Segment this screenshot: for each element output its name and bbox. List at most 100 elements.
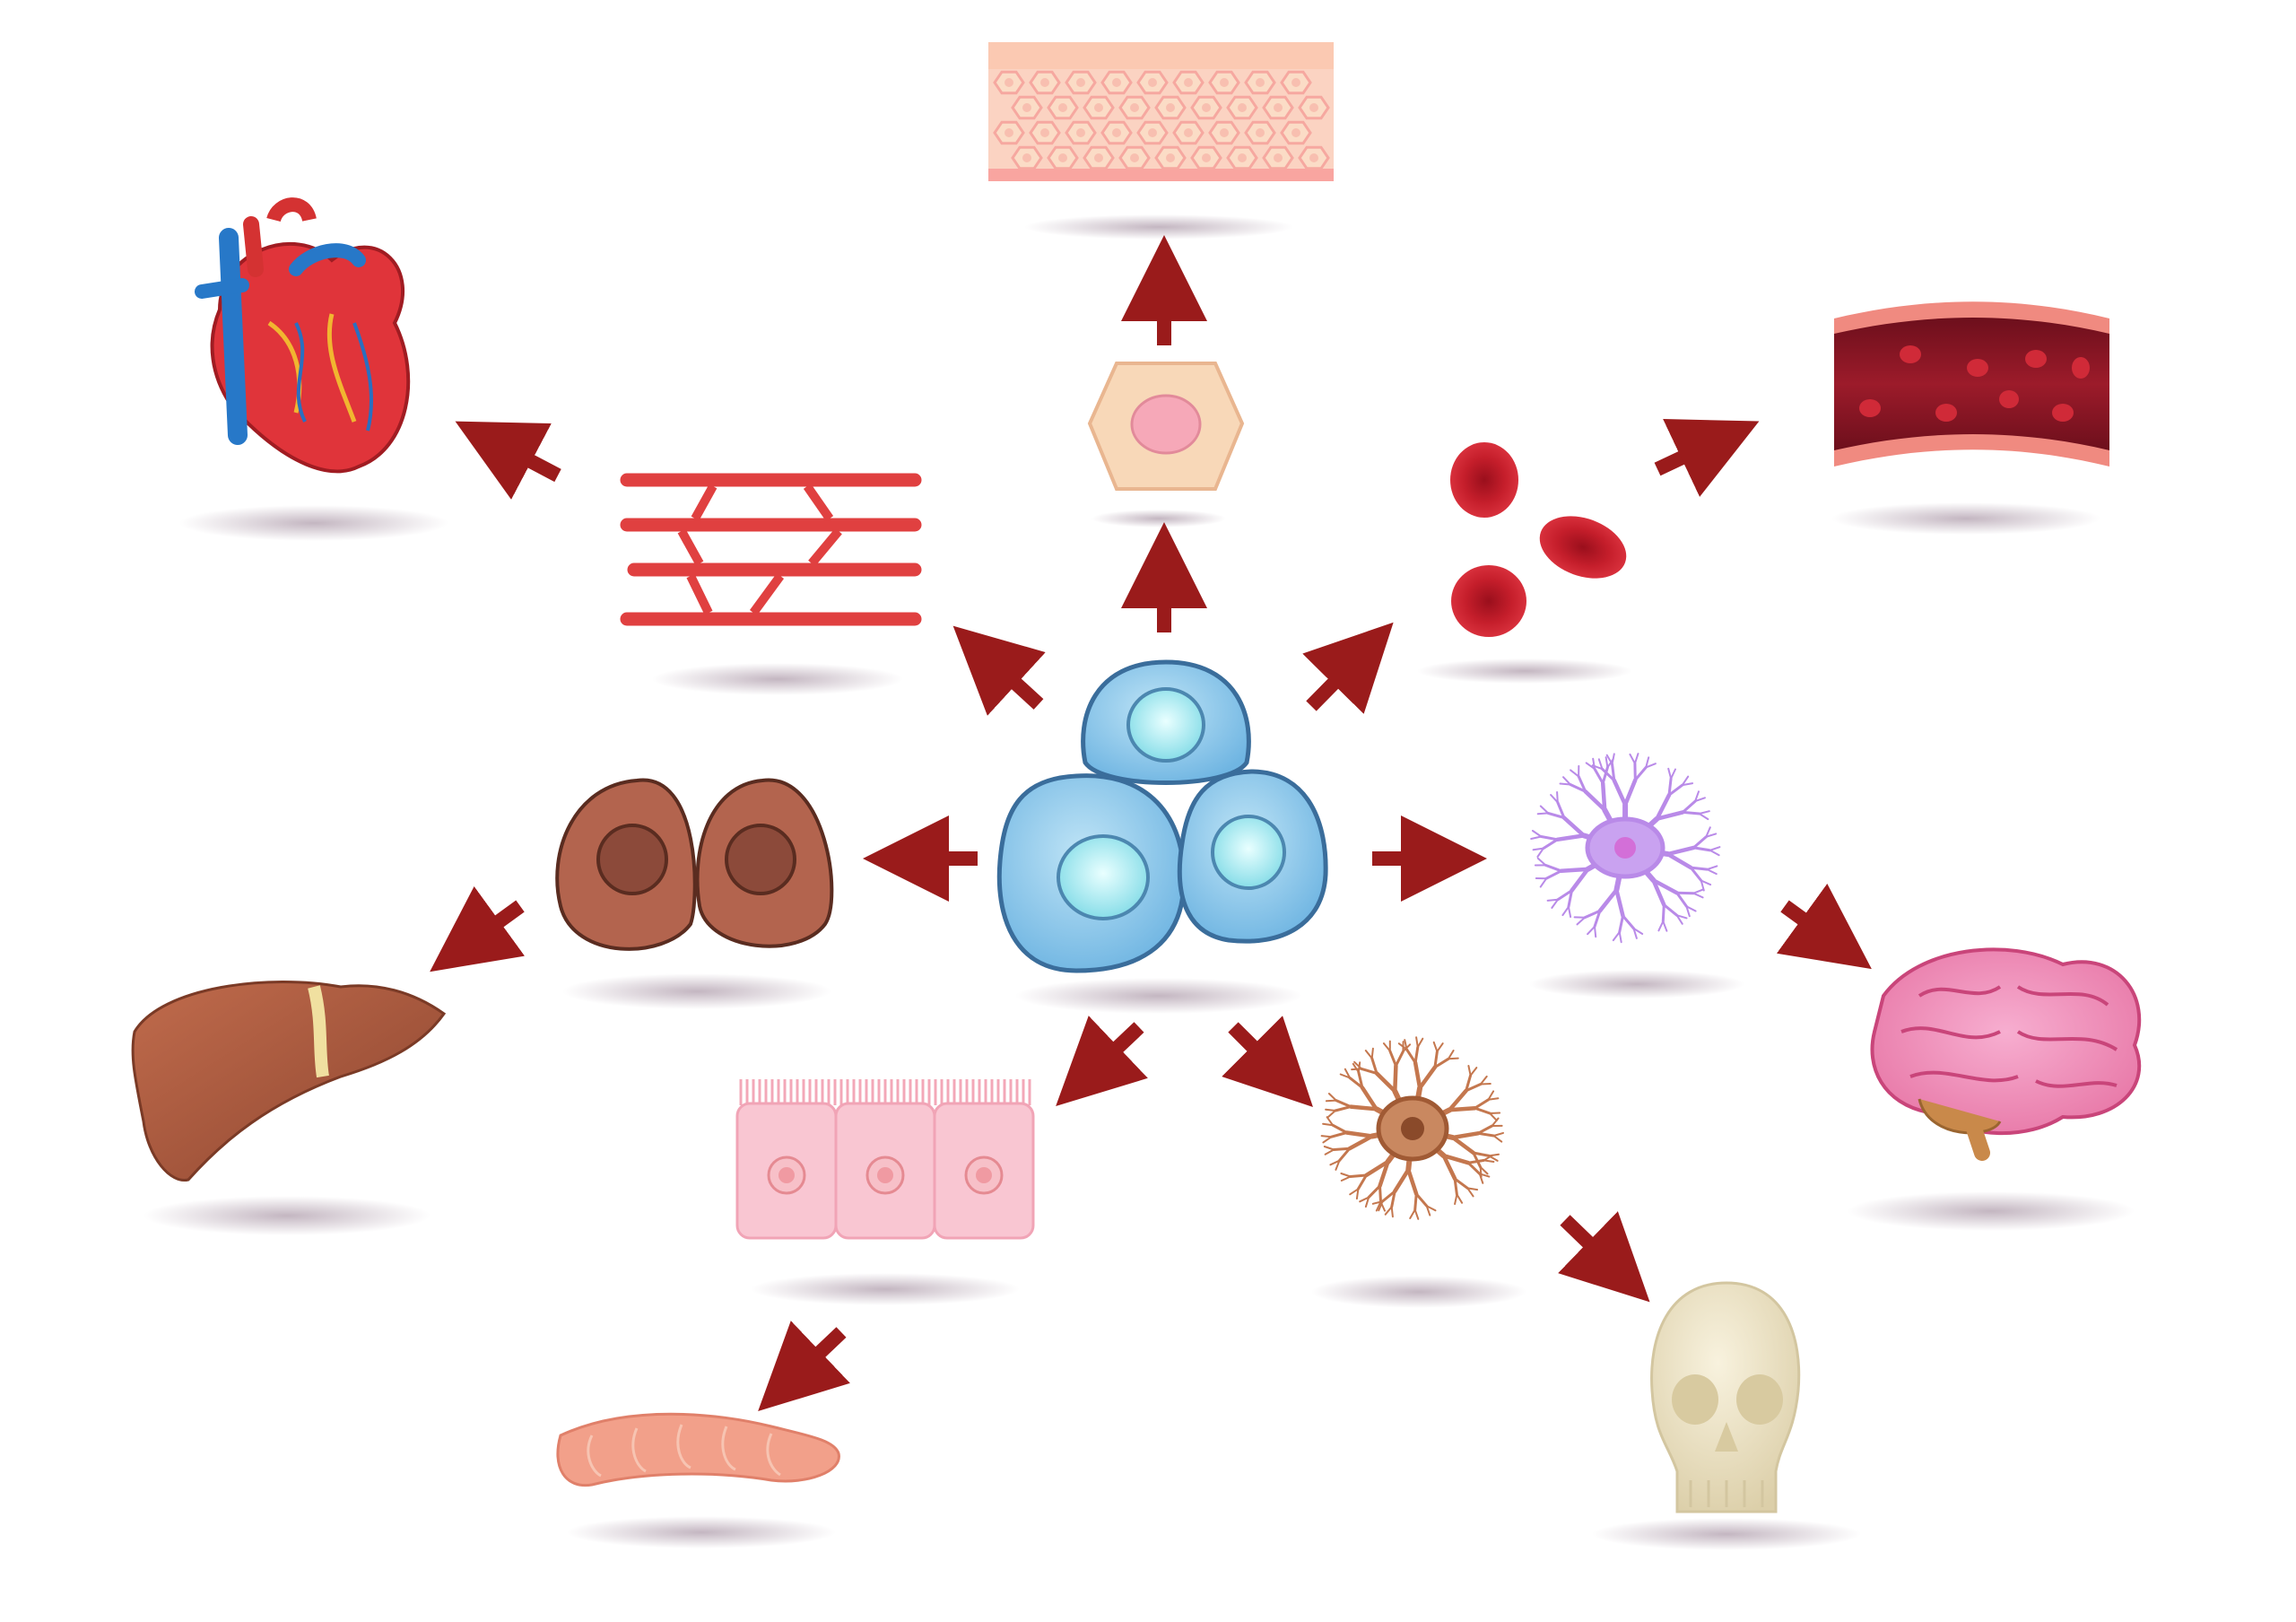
dendrite-branch	[1675, 914, 1688, 920]
dendrite-branch	[1657, 920, 1665, 932]
skin-hex-nucleus	[1309, 153, 1318, 162]
dendrite-branch	[1700, 879, 1712, 886]
dendrite-branch	[1551, 898, 1559, 909]
dendrite-branch	[1453, 1177, 1458, 1196]
dendrite-branch	[1397, 1042, 1408, 1051]
blood-vessel	[1834, 301, 2109, 467]
dendrite-branch	[1542, 838, 1559, 850]
dendrite-branch	[1441, 1153, 1457, 1182]
dendrite-branch	[1491, 1117, 1500, 1127]
dendrite-branch	[1466, 1158, 1485, 1164]
dendrite-branch	[1472, 1151, 1491, 1157]
dendrite-branch	[1605, 754, 1613, 765]
dendrite-branch	[1675, 891, 1688, 908]
dendrite-branch	[1390, 1206, 1394, 1218]
dendrite-branch	[1570, 867, 1590, 893]
dendrite-branch	[1433, 1057, 1450, 1069]
dendrite-branch	[1466, 1161, 1482, 1175]
neuron	[1530, 753, 1721, 944]
dendrite-branch	[1332, 1147, 1352, 1151]
skin-hex-nucleus	[1292, 128, 1300, 137]
arrow-stem-to-rbc	[1302, 622, 1394, 714]
dendrite-branch	[1357, 1070, 1364, 1089]
skin-hex-nucleus	[1148, 128, 1157, 137]
skin-hex-nucleus	[1076, 78, 1085, 87]
dendrite-branch	[1597, 887, 1619, 913]
dendrite-branch	[1536, 812, 1550, 815]
skin-epithelial-cell	[1087, 362, 1245, 491]
dendrite-branch	[1322, 1122, 1334, 1127]
skin-hex-nucleus	[1130, 103, 1139, 112]
muscle-fibers	[620, 473, 922, 626]
dendrite-branch	[1379, 1200, 1386, 1212]
skin-hex-nucleus	[1076, 128, 1085, 137]
dendrite-branch	[1655, 792, 1672, 821]
dendrite-branch	[1692, 835, 1708, 850]
intestinal-epithelial-cells	[735, 1079, 1035, 1240]
dendrite-branch	[1425, 1205, 1437, 1212]
dendrite-branch	[1561, 815, 1587, 838]
dendrite-branch	[1359, 1196, 1370, 1203]
dendrite-branch	[1325, 1099, 1337, 1103]
dendrite-branch	[1432, 1041, 1439, 1053]
skin-hex-nucleus	[1292, 78, 1300, 87]
dendrite-branch	[1667, 783, 1684, 797]
dendrite-branch	[1585, 762, 1596, 771]
skin-hex-nucleus	[1022, 153, 1031, 162]
dendrite-branch	[1479, 1083, 1492, 1086]
dendrite-branch	[1685, 905, 1697, 912]
dendrite-branch	[1323, 1146, 1335, 1151]
dendrite-branch	[1561, 905, 1570, 917]
liver	[131, 980, 447, 1182]
dendrite-branch	[1381, 1190, 1396, 1203]
skin-hex-nucleus	[1220, 128, 1229, 137]
dendrite-branch	[1567, 889, 1573, 909]
dendrite-branch	[1454, 1193, 1458, 1206]
dendrite-branch	[1478, 1173, 1484, 1184]
dendrite-branch	[1487, 1090, 1495, 1101]
dendrite-branch	[1583, 789, 1607, 813]
dendrite-branch	[1645, 763, 1657, 769]
dendrite-branch	[1453, 1177, 1469, 1190]
dendrite-branch	[1447, 1105, 1477, 1112]
dendrite-branch	[1605, 756, 1609, 769]
dendrite-branch	[1413, 1045, 1420, 1065]
skin-tissue	[988, 42, 1334, 181]
dendrite-branch	[1681, 775, 1690, 787]
dendrite-branch	[1705, 826, 1711, 838]
dendrite-branch	[1689, 866, 1709, 871]
skin-hex-nucleus	[1022, 103, 1031, 112]
dendrite-branch	[1709, 849, 1720, 857]
skin-hex-nucleus	[1112, 78, 1121, 87]
dendrite-branch	[1465, 1074, 1473, 1093]
dendrite-branch	[1681, 810, 1701, 815]
skin-hex-nucleus	[1274, 103, 1283, 112]
dendrite-branch	[1447, 1088, 1468, 1112]
dendrite-branch	[1364, 1196, 1370, 1208]
dendrite-branch	[1593, 767, 1605, 785]
dendrite-branch	[1483, 1159, 1495, 1163]
dendrite-branch	[1384, 1206, 1393, 1216]
dendrite-branch	[1392, 1167, 1411, 1194]
skin-hex-nucleus	[1094, 153, 1103, 162]
dendrite-branch	[1320, 1135, 1333, 1138]
liver-cells	[555, 778, 834, 951]
dendrite-branch	[1367, 1184, 1381, 1199]
dendrite-branch	[1476, 1124, 1494, 1135]
dendrite-branch	[1413, 1060, 1422, 1090]
osteocyte	[1320, 1036, 1504, 1220]
dendrite-branch	[1539, 877, 1548, 888]
dendrite-branch	[1597, 758, 1604, 771]
skin-hex-nucleus	[1058, 153, 1067, 162]
brain	[1870, 947, 2142, 1161]
skin-hex-nucleus	[1256, 128, 1265, 137]
dendrite-branch	[1662, 920, 1668, 932]
dendrite-branch	[1472, 1151, 1483, 1169]
dendrite-branch	[1622, 778, 1638, 807]
dendrite-branch	[1433, 1050, 1439, 1069]
heart	[195, 197, 411, 474]
dendrite-branch	[1492, 1131, 1504, 1137]
dendrite-branch	[1694, 797, 1706, 803]
dendrite-branch	[1349, 1188, 1360, 1196]
dendrite-branch	[1692, 892, 1704, 899]
